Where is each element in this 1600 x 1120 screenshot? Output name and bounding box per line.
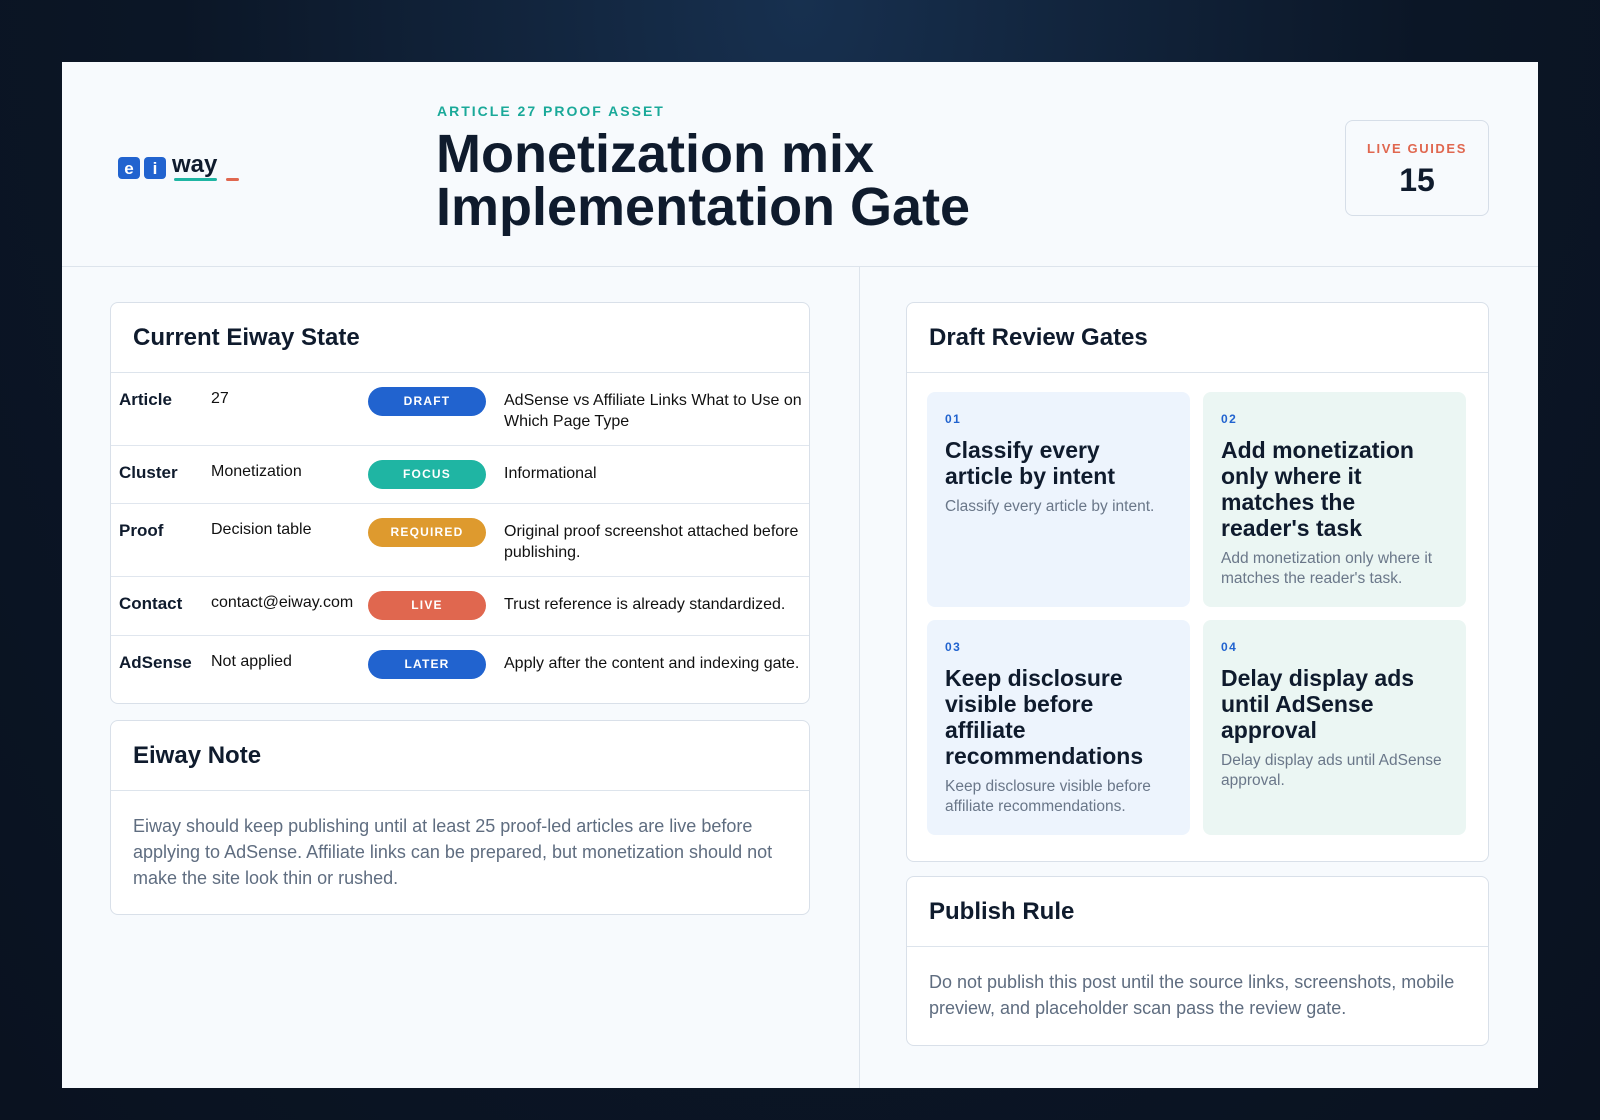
state-row-value: Monetization [211,463,302,480]
state-row-key: Article [119,390,172,409]
gate-number: 01 [945,412,962,426]
article-kicker: ARTICLE 27 PROOF ASSET [437,103,665,119]
draft-review-gates-panel: Draft Review Gates 01 Classify every art… [906,302,1489,862]
publish-rule-body: Do not publish this post until the sourc… [929,972,1455,1018]
page-title: Monetization mix Implementation Gate [436,124,971,237]
state-row-key: Proof [119,521,164,540]
eiway-note-title: Eiway Note [111,721,809,791]
logo-tile-i: i [144,157,166,179]
state-row-adsense: AdSense Not applied LATER Apply after th… [111,636,809,694]
state-row-value: 27 [211,390,229,407]
state-row-value: Decision table [211,521,312,538]
draft-review-gates-title: Draft Review Gates [907,303,1488,373]
page-header: e i way ARTICLE 27 PROOF ASSET Monetizat… [62,62,1538,267]
status-badge: FOCUS [368,460,486,489]
gate-title: Classify every article by intent [945,437,1115,489]
state-row-description: Original proof screenshot attached befor… [504,523,799,561]
gate-title: Delay display ads until AdSense approval [1221,665,1415,743]
status-badge: REQUIRED [368,518,486,547]
gate-subtitle: Keep disclosure visible before affiliate… [945,778,1151,815]
eiway-logo: e i way [118,151,240,181]
gate-number: 02 [1221,412,1238,426]
live-guides-value: 15 [1399,162,1435,198]
live-guides-label: LIVE GUIDES [1367,141,1467,156]
gate-title: Keep disclosure visible before affiliate… [945,665,1144,769]
gate-card-03: 03 Keep disclosure visible before affili… [927,620,1190,835]
state-row-description: Apply after the content and indexing gat… [504,655,800,672]
state-row-cluster: Cluster Monetization FOCUS Informational [111,446,809,504]
gate-subtitle: Classify every article by intent. [945,498,1155,515]
publish-rule-panel: Publish Rule Do not publish this post un… [906,876,1489,1046]
gate-card-04: 04 Delay display ads until AdSense appro… [1203,620,1466,835]
state-row-description: AdSense vs Affiliate Links What to Use o… [504,392,802,430]
current-state-panel: Current Eiway State Article 27 DRAFT AdS… [110,302,810,704]
page-title-line-1: Monetization mix [436,124,875,184]
logo-word: way [172,151,218,181]
publish-rule-title: Publish Rule [907,877,1488,947]
status-badge: LIVE [368,591,486,620]
logo-tile-e: e [118,157,140,179]
gate-number: 04 [1221,640,1238,654]
page-title-line-2: Implementation Gate [436,177,971,237]
logo-cursor-dash [226,178,240,181]
state-row-key: Cluster [119,463,178,482]
state-row-key: AdSense [119,653,192,672]
status-badge: DRAFT [368,387,486,416]
eiway-note-body: Eiway should keep publishing until at le… [133,816,773,888]
state-row-key: Contact [119,594,183,613]
state-row-proof: Proof Decision table REQUIRED Original p… [111,504,809,577]
column-divider [859,267,860,1088]
proof-asset-card: e i way ARTICLE 27 PROOF ASSET Monetizat… [62,62,1538,1088]
state-row-value: contact@eiway.com [211,594,354,611]
state-row-description: Informational [504,465,597,482]
state-row-value: Not applied [211,653,292,670]
gate-card-02: 02 Add monetization only where it matche… [1203,392,1466,607]
gate-subtitle: Add monetization only where it matches t… [1221,550,1433,587]
state-row-article: Article 27 DRAFT AdSense vs Affiliate Li… [111,373,809,446]
eiway-note-panel: Eiway Note Eiway should keep publishing … [110,720,810,915]
state-row-description: Trust reference is already standardized. [504,596,786,613]
live-guides-counter: LIVE GUIDES 15 [1345,120,1489,216]
gate-card-01: 01 Classify every article by intent Clas… [927,392,1190,607]
gate-number: 03 [945,640,962,654]
current-state-title: Current Eiway State [111,303,809,373]
gate-subtitle: Delay display ads until AdSense approval… [1221,752,1442,789]
state-row-contact: Contact contact@eiway.com LIVE Trust ref… [111,577,809,636]
status-badge: LATER [368,650,486,679]
gate-title: Add monetization only where it matches t… [1221,437,1414,541]
